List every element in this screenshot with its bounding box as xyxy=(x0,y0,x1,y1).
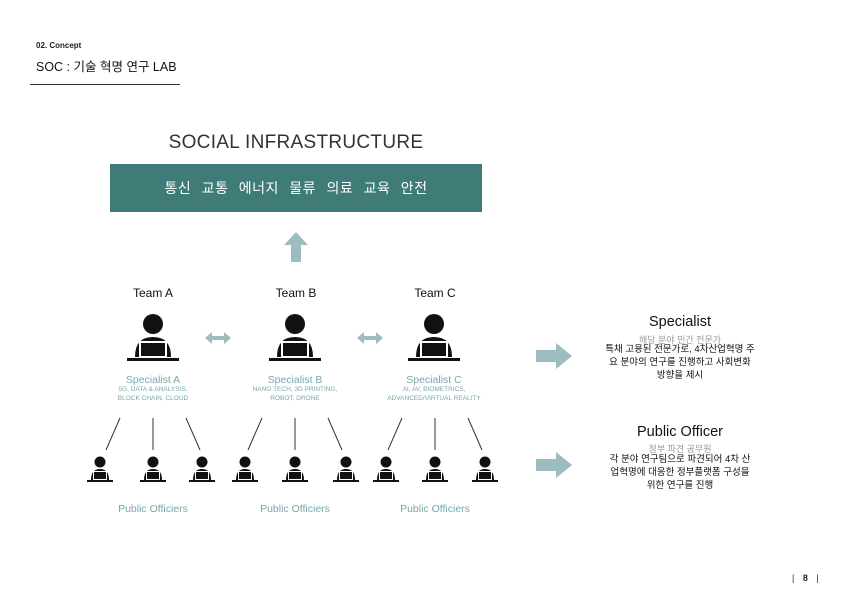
specialist-c-name: Specialist C xyxy=(406,374,462,386)
specialist-role-description: 특채 고용된 전문가로, 4차산업혁명 주 요 분야의 연구를 진행하고 사회변… xyxy=(595,343,765,382)
specialist-b-name: Specialist B xyxy=(267,374,323,386)
description-line: 위한 연구를 진행 xyxy=(646,480,714,491)
page-number-bar-right: | xyxy=(816,573,819,583)
infrastructure-sectors: 통신 교통 에너지 물류 의료 교육 안전 xyxy=(164,180,428,196)
specialist-role-title: Specialist xyxy=(648,314,712,330)
specialist-b-fields: NANO TECH, 3D PRINTING, ROBOT, DRONE xyxy=(225,385,365,403)
team-b-label: Team B xyxy=(275,286,317,300)
specialist-c-fields-line: AI, AV, BIOMETRICS, xyxy=(402,386,466,393)
description-line: 요 분야의 연구를 진행하고 사회변화 xyxy=(609,357,751,368)
right-arrow-icon xyxy=(536,452,572,478)
specialist-a-name: Specialist A xyxy=(125,374,181,386)
public-officer-icon xyxy=(472,456,498,482)
description-line: 특채 고용된 전문가로, 4차산업혁명 주 xyxy=(605,344,755,355)
public-officer-icon xyxy=(140,456,166,482)
up-arrow-icon xyxy=(284,232,308,262)
public-officer-icon xyxy=(282,456,308,482)
team-c-label: Team C xyxy=(414,286,456,300)
public-officer-icon xyxy=(422,456,448,482)
right-arrow-icon xyxy=(536,343,572,369)
page-number-value: 8 xyxy=(802,573,808,583)
public-officer-icon xyxy=(87,456,113,482)
specialist-role-subtitle: 해당 분야 민간 전문가 xyxy=(638,335,722,345)
officer-role-title: Public Officer xyxy=(637,424,723,440)
infrastructure-title: SOCIAL INFRASTRUCTURE xyxy=(168,132,424,153)
officer-role-description: 각 분야 연구팀으로 파견되어 4차 산 업혁명에 대응한 정부플랫폼 구성을 … xyxy=(595,453,765,492)
specialist-c-fields-line: ADVANCED/VIRTUAL REALITY xyxy=(387,395,481,402)
specialist-a-fields: 5G, DATA & ANALYSIS, BLOCK CHAIN, CLOUD xyxy=(83,385,223,403)
team-a-label: Team A xyxy=(132,286,174,300)
description-line: 각 분야 연구팀으로 파견되어 4차 산 xyxy=(609,454,751,465)
team-c-officers-label: Public Officiers xyxy=(400,503,470,515)
section-number: 02. Concept xyxy=(36,41,82,50)
public-officer-icon xyxy=(232,456,258,482)
public-officer-icon xyxy=(189,456,215,482)
double-arrow-icon xyxy=(357,332,383,344)
specialist-a-icon xyxy=(127,314,179,361)
page-number: | 8 | xyxy=(792,573,819,583)
specialist-b-icon xyxy=(269,314,321,361)
team-b-officers-label: Public Officiers xyxy=(260,503,330,515)
specialist-a-fields-line: 5G, DATA & ANALYSIS, xyxy=(118,386,188,393)
specialist-c-icon xyxy=(408,314,460,361)
public-officer-icon xyxy=(333,456,359,482)
section-title: SOC : 기술 혁명 연구 LAB xyxy=(36,60,177,74)
specialist-c-fields: AI, AV, BIOMETRICS, ADVANCED/VIRTUAL REA… xyxy=(364,385,504,403)
team-a-officers-label: Public Officiers xyxy=(118,503,188,515)
double-arrow-icon xyxy=(205,332,231,344)
header-divider xyxy=(30,84,180,85)
public-officer-icon xyxy=(373,456,399,482)
description-line: 업혁명에 대응한 정부플랫폼 구성을 xyxy=(610,467,750,478)
specialist-b-fields-line: NANO TECH, 3D PRINTING, xyxy=(252,386,338,393)
description-line: 방향을 제시 xyxy=(656,370,704,381)
officer-role-subtitle: 정부 파견 공무원 xyxy=(648,444,712,454)
infrastructure-sectors-box: 통신 교통 에너지 물류 의료 교육 안전 xyxy=(110,164,482,212)
page-number-bar-left: | xyxy=(792,573,795,583)
specialist-a-fields-line: BLOCK CHAIN, CLOUD xyxy=(117,395,189,402)
specialist-b-fields-line: ROBOT, DRONE xyxy=(270,395,320,402)
